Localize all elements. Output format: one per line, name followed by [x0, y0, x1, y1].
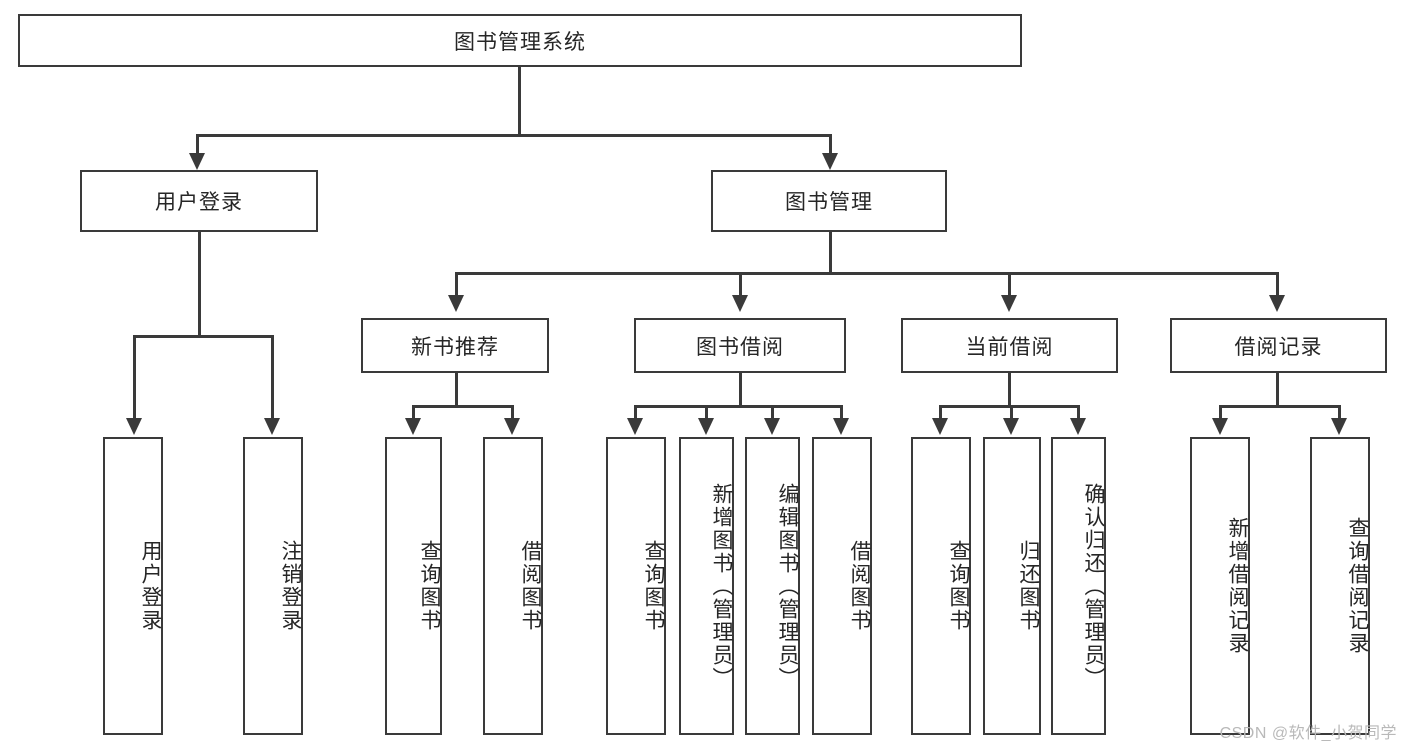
arrow-current-borrow [1001, 295, 1017, 312]
leaf-query-book-borrow[interactable]: 查询图书 [606, 437, 666, 735]
edge-new-book-stem [455, 373, 458, 408]
node-book-borrow[interactable]: 图书借阅 [634, 318, 846, 373]
edge-current-borrow-stem [1008, 373, 1011, 408]
leaf-return-book-label: 归还图书 [1017, 540, 1040, 632]
edge-drop-leaf-0 [133, 335, 136, 420]
leaf-borrow-book-recommend[interactable]: 借阅图书 [483, 437, 543, 735]
edge-user-login-bus [133, 335, 273, 338]
leaf-logout-login-label: 注销登录 [279, 540, 302, 632]
leaf-add-borrow-record-label: 新增借阅记录 [1226, 517, 1249, 655]
leaf-user-login[interactable]: 用户登录 [103, 437, 163, 735]
arrow-leaf-3 [504, 418, 520, 435]
node-book-management[interactable]: 图书管理 [711, 170, 947, 232]
edge-drop-user-login [196, 134, 199, 155]
arrow-leaf-6 [764, 418, 780, 435]
node-current-borrow[interactable]: 当前借阅 [901, 318, 1118, 373]
node-borrow-record-label: 借阅记录 [1234, 335, 1323, 359]
edge-drop-book-borrow [739, 272, 742, 297]
edge-user-login-stem [198, 232, 201, 337]
node-root-system[interactable]: 图书管理系统 [18, 14, 1022, 67]
leaf-query-book-recommend[interactable]: 查询图书 [385, 437, 442, 735]
edge-current-borrow-bus [939, 405, 1080, 408]
leaf-query-book-recommend-label: 查询图书 [418, 540, 441, 632]
node-book-management-label: 图书管理 [785, 191, 873, 214]
edge-book-mgmt-stem [829, 232, 832, 274]
leaf-edit-book-admin-label: 编辑图书（管理员） [776, 482, 799, 690]
leaf-add-borrow-record[interactable]: 新增借阅记录 [1190, 437, 1250, 735]
arrow-book-borrow [732, 295, 748, 312]
leaf-query-book-borrow-label: 查询图书 [642, 540, 665, 632]
arrow-leaf-9 [1003, 418, 1019, 435]
arrow-leaf-12 [1331, 418, 1347, 435]
edge-drop-leaf-8 [939, 405, 942, 420]
edge-drop-new-book [455, 272, 458, 297]
edge-drop-leaf-10 [1077, 405, 1080, 420]
leaf-borrow-book-label: 借阅图书 [848, 540, 871, 632]
edge-book-borrow-bus [634, 405, 843, 408]
edge-drop-leaf-2 [412, 405, 415, 420]
node-user-login-label: 用户登录 [155, 191, 243, 214]
node-new-book-recommend[interactable]: 新书推荐 [361, 318, 549, 373]
arrow-leaf-7 [833, 418, 849, 435]
edge-drop-book-mgmt [829, 134, 832, 155]
node-user-login[interactable]: 用户登录 [80, 170, 318, 232]
node-book-borrow-label: 图书借阅 [696, 335, 784, 359]
arrow-leaf-8 [932, 418, 948, 435]
leaf-confirm-return-admin[interactable]: 确认归还（管理员） [1051, 437, 1106, 735]
arrow-leaf-10 [1070, 418, 1086, 435]
arrow-leaf-4 [627, 418, 643, 435]
leaf-edit-book-admin[interactable]: 编辑图书（管理员） [745, 437, 800, 735]
edge-drop-borrow-record [1276, 272, 1279, 297]
arrow-leaf-5 [698, 418, 714, 435]
leaf-query-borrow-record-label: 查询借阅记录 [1346, 517, 1369, 655]
arrow-new-book [448, 295, 464, 312]
arrow-borrow-record [1269, 295, 1285, 312]
leaf-borrow-book[interactable]: 借阅图书 [812, 437, 872, 735]
arrow-leaf-1 [264, 418, 280, 435]
edge-borrow-record-stem [1276, 373, 1279, 408]
edge-drop-leaf-5 [705, 405, 708, 420]
edge-drop-leaf-4 [634, 405, 637, 420]
arrow-book-mgmt [822, 153, 838, 170]
edge-book-borrow-stem [739, 373, 742, 408]
node-root-label: 图书管理系统 [454, 30, 586, 54]
edge-drop-leaf-7 [840, 405, 843, 420]
node-new-book-recommend-label: 新书推荐 [411, 335, 499, 359]
edge-root-stem [518, 67, 521, 136]
node-current-borrow-label: 当前借阅 [965, 335, 1054, 359]
leaf-query-borrow-record[interactable]: 查询借阅记录 [1310, 437, 1370, 735]
leaf-logout-login[interactable]: 注销登录 [243, 437, 303, 735]
edge-drop-leaf-9 [1010, 405, 1013, 420]
leaf-query-book-current[interactable]: 查询图书 [911, 437, 971, 735]
edge-drop-leaf-1 [271, 335, 274, 420]
edge-drop-leaf-11 [1219, 405, 1222, 420]
edge-drop-leaf-6 [771, 405, 774, 420]
edge-new-book-bus [412, 405, 514, 408]
edge-level1-bus [196, 134, 832, 137]
edge-level2-bus [455, 272, 1279, 275]
arrow-leaf-0 [126, 418, 142, 435]
watermark-text: CSDN @软件_小贺同学 [1219, 725, 1397, 742]
edge-drop-leaf-12 [1338, 405, 1341, 420]
edge-drop-current-borrow [1008, 272, 1011, 297]
edge-drop-leaf-3 [511, 405, 514, 420]
leaf-borrow-book-recommend-label: 借阅图书 [519, 540, 542, 632]
leaf-user-login-label: 用户登录 [139, 540, 162, 632]
leaf-return-book[interactable]: 归还图书 [983, 437, 1041, 735]
leaf-query-book-current-label: 查询图书 [947, 540, 970, 632]
edge-borrow-record-bus [1219, 405, 1340, 408]
arrow-user-login [189, 153, 205, 170]
arrow-leaf-2 [405, 418, 421, 435]
leaf-confirm-return-admin-label: 确认归还（管理员） [1082, 482, 1105, 690]
leaf-add-book-admin[interactable]: 新增图书（管理员） [679, 437, 734, 735]
node-borrow-record[interactable]: 借阅记录 [1170, 318, 1387, 373]
arrow-leaf-11 [1212, 418, 1228, 435]
leaf-add-book-admin-label: 新增图书（管理员） [710, 482, 733, 690]
